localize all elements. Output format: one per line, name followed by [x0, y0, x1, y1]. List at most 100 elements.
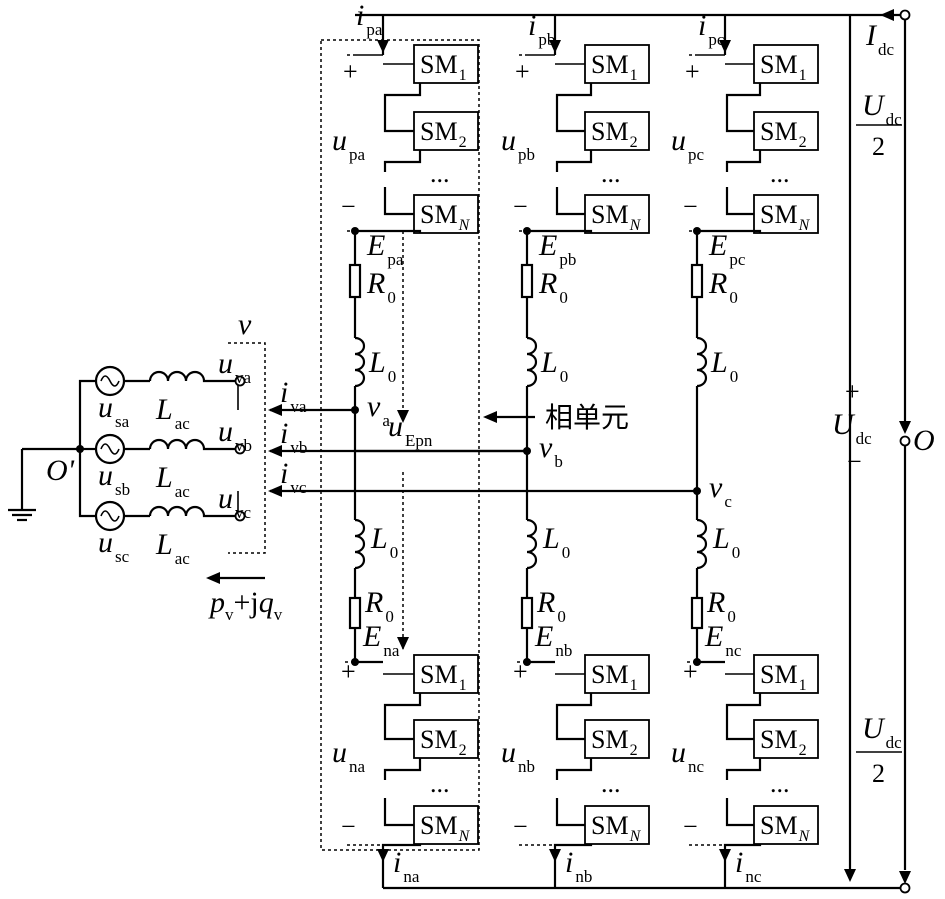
power-arrow-head	[206, 572, 220, 584]
phase-c-lower-ellipsis: ...	[770, 769, 790, 798]
phase-c-lower-out	[723, 843, 762, 888]
phase-c-upper-w2	[725, 150, 762, 172]
power-label: pv+jqv	[208, 586, 283, 624]
phase-a-lower-sm2-box	[413, 719, 479, 759]
phase-c-minus-bottom: −	[683, 812, 698, 841]
phase-unit-pointer-arrow	[483, 411, 497, 423]
phase-a-upper-w3	[383, 187, 414, 216]
phase-c-upper-sm2-label: SM2	[760, 117, 807, 151]
phase-b-upper-w3	[555, 187, 585, 216]
idc-arrow	[880, 9, 894, 21]
epn-arrow-2	[397, 637, 409, 650]
ac-line-a-arrow	[268, 404, 282, 416]
phase-a-upper-out	[355, 229, 422, 233]
phase-b-upper-sm3-label: SMN	[591, 200, 642, 234]
phase-b-lower-w3	[555, 798, 585, 827]
phase-c-minus-top: −	[683, 192, 698, 221]
phase-a-lower-out	[381, 843, 422, 888]
dc-terminal-top	[899, 9, 911, 21]
phase-b-ip-arrow	[549, 40, 561, 53]
source-sa-sine	[100, 375, 120, 387]
phase-c-upper-w3	[725, 187, 754, 216]
dc-rail-right-arrow-bottom	[899, 871, 911, 884]
phase-c-in-arrow	[719, 849, 731, 862]
phase-b-lower-sm3-label: SMN	[591, 811, 642, 845]
udc-minus: −	[847, 447, 862, 476]
phase-b-upper-sm2-box	[584, 111, 650, 151]
phase-a-r0-lower	[348, 596, 362, 630]
phase-a-upper-w2	[383, 150, 422, 172]
phase-a-lower-w1	[383, 693, 422, 741]
phase-a-lower-ellipsis: ...	[430, 769, 450, 798]
phase-a-in-arrow	[377, 849, 389, 862]
phase-a-plus-bottom: +	[341, 657, 356, 686]
phase-c-lower-sm2-box	[753, 719, 819, 759]
phase-a-upper-w1	[383, 83, 422, 133]
phase-b-upper-sm1-box	[584, 44, 650, 84]
boundary-v	[228, 342, 266, 554]
phase-c-lower-sm3-label: SMN	[760, 811, 811, 845]
dc-terminal-bottom	[899, 882, 911, 894]
phase-c-lower-sm1-label: SM1	[760, 660, 807, 694]
udc-bot-den: 2	[872, 759, 885, 788]
phase-c-r0-upper	[690, 263, 704, 299]
dc-midpoint-label: O	[913, 424, 935, 457]
phase-b-upper-ellipsis: ...	[601, 159, 621, 188]
phase-b-lower-sm2-box	[584, 719, 650, 759]
phase-c-upper-sm3-label: SMN	[760, 200, 811, 234]
phase-c-lower-w1	[725, 693, 762, 741]
neutral-label: O'	[46, 454, 75, 487]
phase-b-l0-upper	[526, 336, 538, 388]
phase-b-lower-sm1-box	[584, 654, 650, 694]
phase-c-upper-sm2-box	[753, 111, 819, 151]
phase-c-lower-sm2-label: SM2	[760, 725, 807, 759]
udc-top-den: 2	[872, 132, 885, 161]
phase-c-upper-ellipsis: ...	[770, 159, 790, 188]
phase-a-r0-upper	[348, 263, 362, 299]
phase-b-upper-w1	[555, 83, 593, 133]
phase-a-minus-top: −	[341, 192, 356, 221]
phase-b-lower-out	[553, 843, 593, 888]
source-sb-sine	[100, 443, 120, 455]
phase-c-lower-w3	[725, 798, 754, 827]
phase-b-lower-w1	[555, 693, 593, 741]
phase-c-r0-lower	[690, 596, 704, 630]
phase-c-l0-lower	[696, 518, 708, 570]
phase-c-upper-sm1-box	[753, 44, 819, 84]
epn-arrow	[397, 410, 409, 423]
phase-a-upper-sm3-box	[413, 194, 479, 234]
phase-a-upper-ellipsis: ...	[430, 159, 450, 188]
phase-c-ip-arrow	[719, 40, 731, 53]
